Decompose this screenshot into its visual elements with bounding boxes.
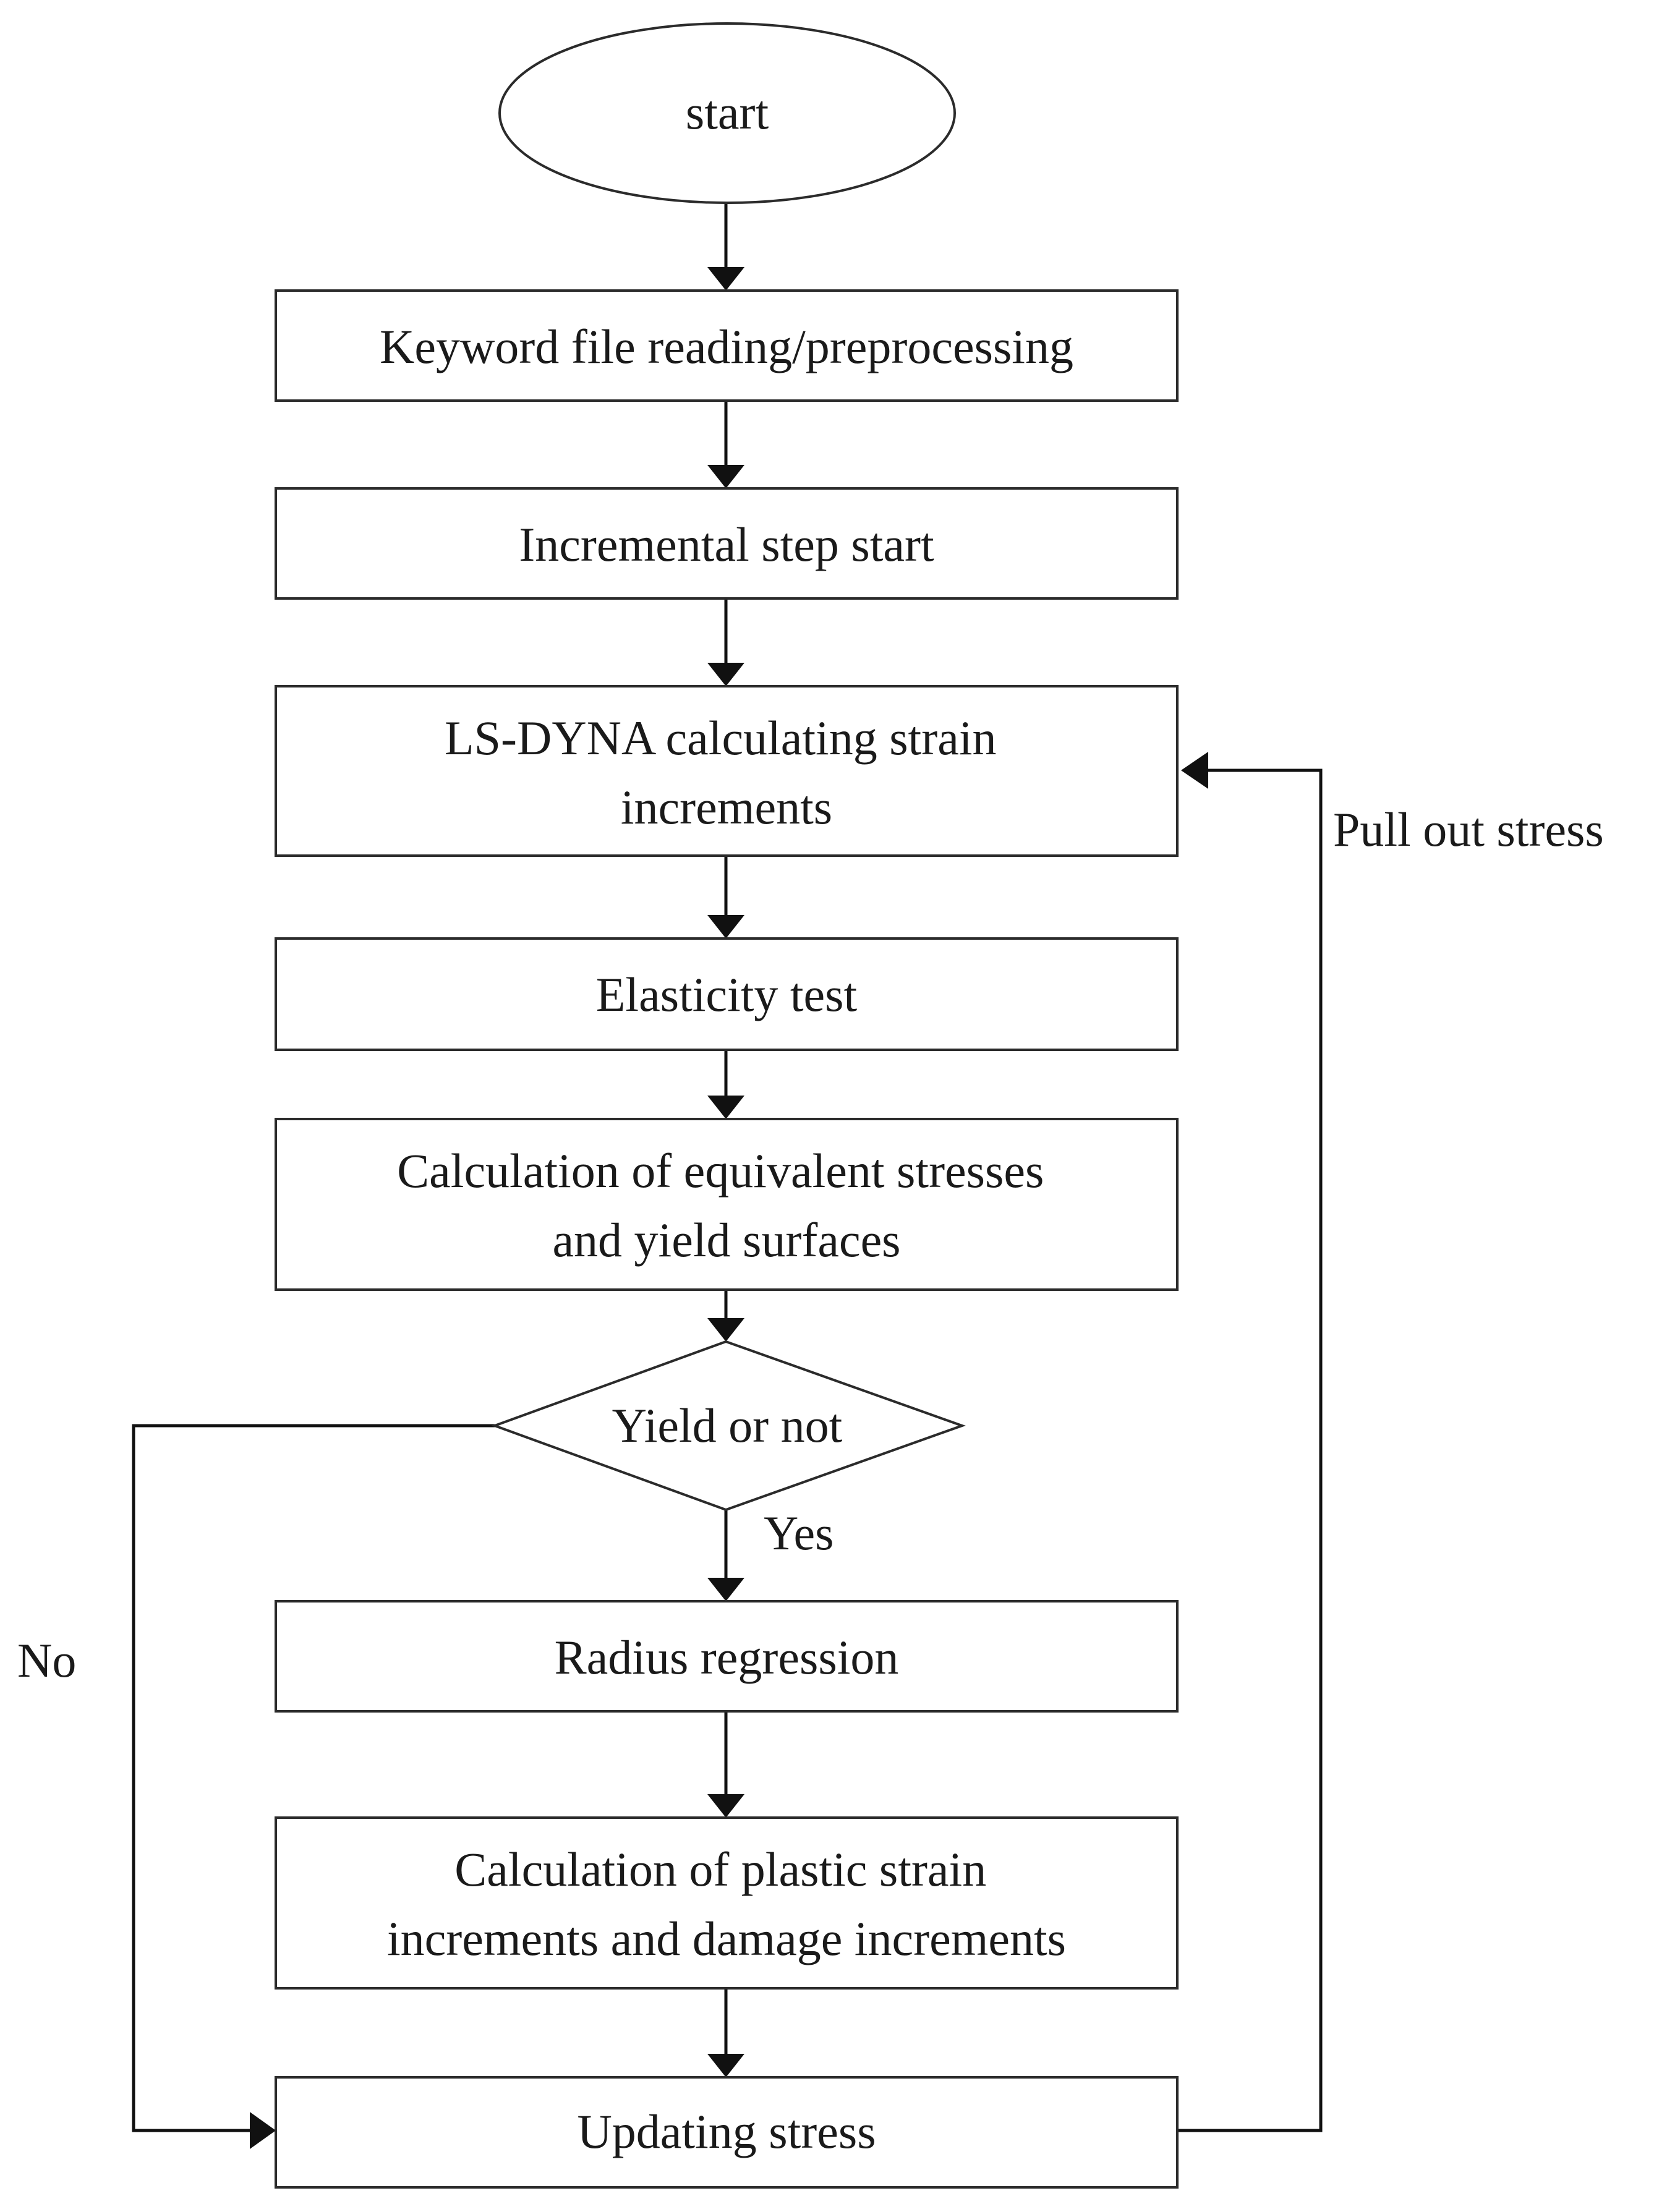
connectors bbox=[132, 203, 1323, 2149]
start-ellipse bbox=[498, 22, 956, 204]
edge-pull-out-loop bbox=[1177, 768, 1323, 2132]
arrowhead-plastic bbox=[707, 1794, 744, 1818]
incremental-box bbox=[275, 487, 1179, 600]
edge-decision-no bbox=[132, 1424, 495, 2132]
node-start: start bbox=[498, 22, 956, 204]
plastic-box bbox=[275, 1816, 1179, 1990]
radius-box bbox=[275, 1600, 1179, 1713]
lsdyna-line-2: increments bbox=[621, 780, 832, 834]
start-label: start bbox=[686, 85, 769, 139]
equivalent-label: Calculation of equivalent stresses and y… bbox=[397, 1144, 1056, 1267]
decision-label: Yield or not bbox=[612, 1398, 843, 1452]
plastic-line-2: increments and damage increments bbox=[387, 1912, 1066, 1965]
node-elasticity: Elasticity test bbox=[275, 937, 1179, 1051]
updating-label: Updating stress bbox=[577, 2105, 876, 2158]
lsdyna-label: LS-DYNA calculating strain increments bbox=[445, 711, 1008, 834]
node-updating: Updating stress bbox=[275, 2076, 1179, 2189]
radius-label: Radius regression bbox=[555, 1630, 899, 1684]
arrowhead-decision bbox=[707, 1318, 744, 1342]
elasticity-box bbox=[275, 937, 1179, 1051]
node-equivalent: Calculation of equivalent stresses and y… bbox=[275, 1118, 1179, 1291]
arrowhead-pull-out bbox=[1181, 752, 1208, 789]
arrowhead-elasticity bbox=[707, 915, 744, 939]
arrowhead-equivalent bbox=[707, 1096, 744, 1119]
plastic-line-1: Calculation of plastic strain bbox=[454, 1842, 986, 1896]
node-keyword: Keyword file reading/preprocessing bbox=[275, 289, 1179, 402]
incremental-label: Incremental step start bbox=[519, 517, 934, 571]
decision-diamond bbox=[491, 1340, 966, 1512]
node-lsdyna: LS-DYNA calculating strain increments bbox=[275, 685, 1179, 857]
edge-label-yes: Yes bbox=[764, 1506, 834, 1560]
updating-box bbox=[275, 2076, 1179, 2189]
keyword-label: Keyword file reading/preprocessing bbox=[380, 320, 1073, 373]
node-decision: Yield or not bbox=[491, 1340, 966, 1512]
equivalent-box bbox=[275, 1118, 1179, 1291]
plastic-label: Calculation of plastic strain increments… bbox=[387, 1842, 1066, 1965]
lsdyna-line-1: LS-DYNA calculating strain bbox=[445, 711, 996, 765]
equivalent-line-2: and yield surfaces bbox=[552, 1213, 900, 1267]
arrowhead-lsdyna bbox=[707, 663, 744, 686]
keyword-box bbox=[275, 289, 1179, 402]
equivalent-line-1: Calculation of equivalent stresses bbox=[397, 1144, 1044, 1198]
node-radius: Radius regression bbox=[275, 1600, 1179, 1713]
arrowhead-updating bbox=[707, 2054, 744, 2077]
arrowhead-incremental bbox=[707, 465, 744, 488]
edge-label-pull-out: Pull out stress bbox=[1333, 802, 1604, 856]
lsdyna-box bbox=[275, 685, 1179, 857]
arrowhead-no bbox=[250, 2112, 276, 2149]
node-incremental: Incremental step start bbox=[275, 487, 1179, 600]
arrowhead-radius bbox=[707, 1578, 744, 1601]
arrowhead-keyword bbox=[707, 267, 744, 291]
node-plastic: Calculation of plastic strain increments… bbox=[275, 1816, 1179, 1990]
edge-label-no: No bbox=[17, 1633, 76, 1687]
elasticity-label: Elasticity test bbox=[596, 968, 858, 1021]
